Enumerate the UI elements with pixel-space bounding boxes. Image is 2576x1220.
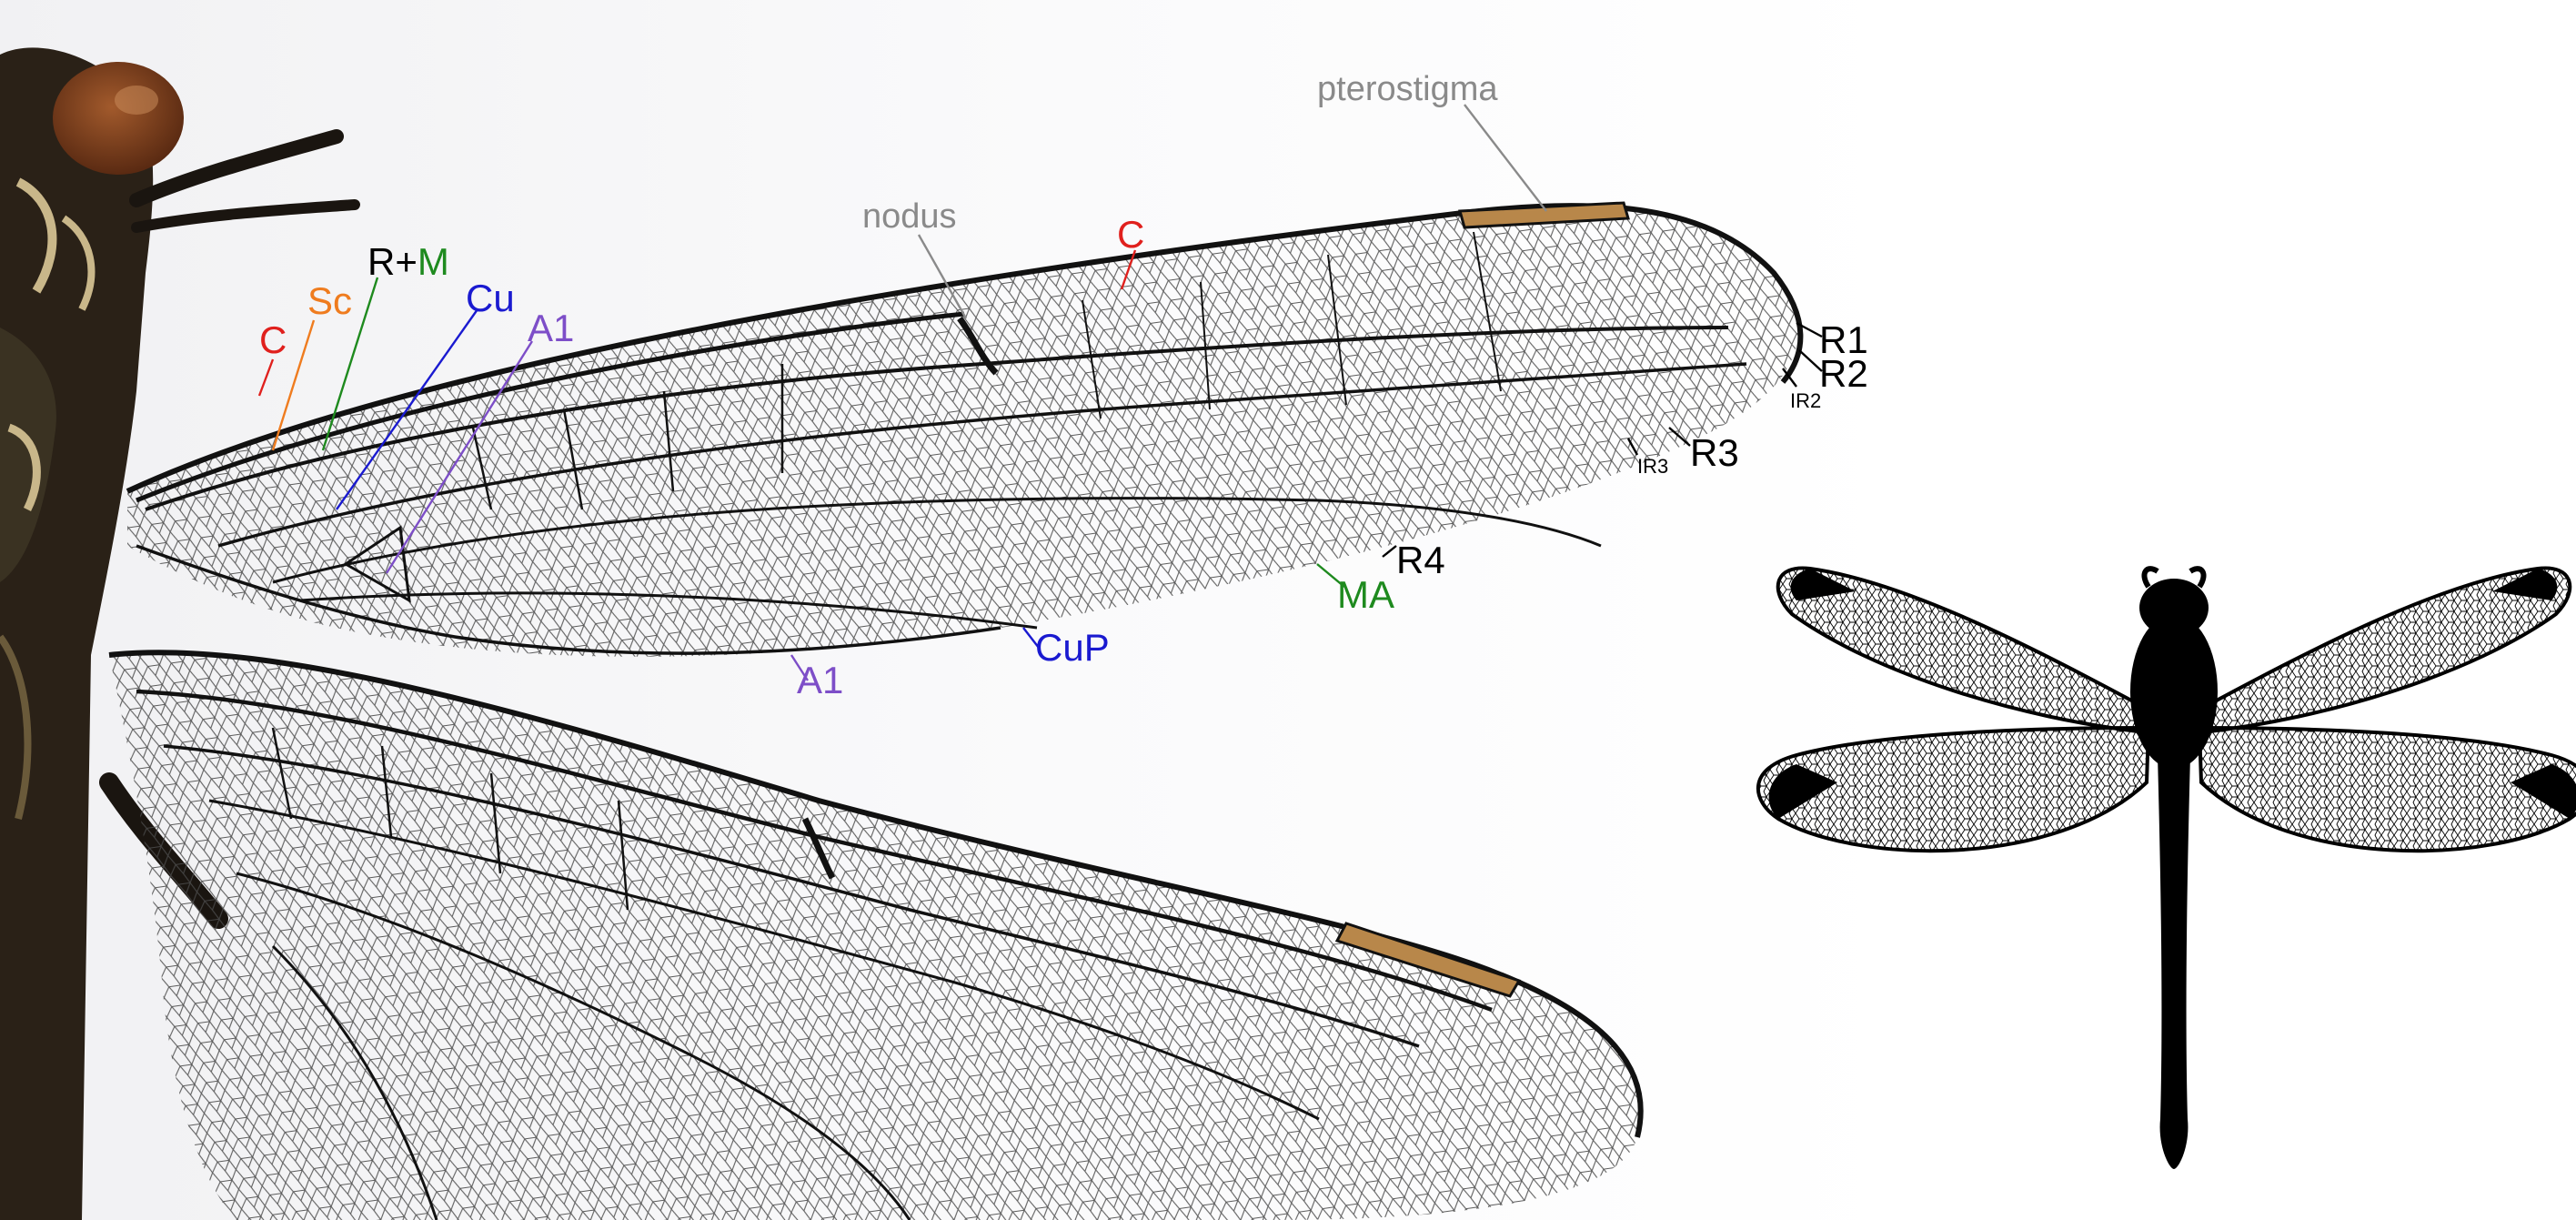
label-nodus: nodus (862, 197, 957, 236)
label-anal-bottom: A1 (797, 659, 843, 701)
label-ir3: IR3 (1637, 455, 1668, 478)
label-costa-top: C (1117, 213, 1144, 256)
label-costa-base: C (259, 318, 287, 361)
compound-eye-icon (53, 62, 184, 175)
label-cubitus: Cu (466, 277, 515, 319)
label-r-plus: R+ (367, 240, 418, 283)
label-m: M (418, 240, 449, 283)
label-r-plus-m: R+M (367, 240, 449, 283)
label-r4: R4 (1396, 539, 1445, 581)
label-r3: R3 (1690, 431, 1739, 474)
label-ir2: IR2 (1790, 389, 1821, 412)
label-pterostigma: pterostigma (1317, 70, 1498, 108)
label-anal-top: A1 (528, 307, 574, 349)
label-ma: MA (1337, 573, 1394, 616)
label-cup: CuP (1035, 626, 1110, 669)
label-subcosta: Sc (307, 279, 352, 322)
label-r2: R2 (1819, 352, 1868, 395)
